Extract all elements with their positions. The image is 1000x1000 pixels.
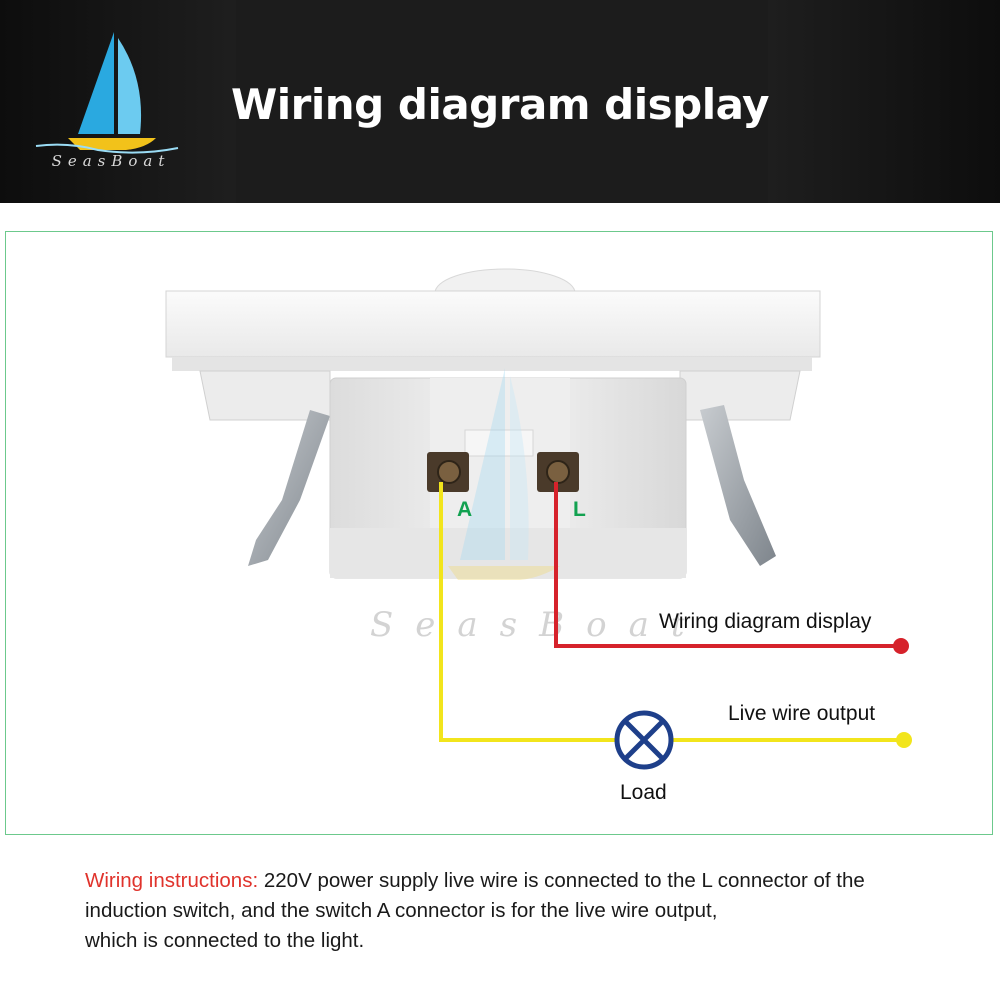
output-wire-terminal-dot [896, 732, 912, 748]
live-wire-terminal-dot [893, 638, 909, 654]
lamp-load-icon [614, 710, 674, 770]
output-wire [439, 482, 616, 742]
instructions-heading: Wiring instructions: [85, 869, 259, 892]
terminal-a-label: A [457, 498, 472, 521]
brand-text: SeasBoat [51, 152, 171, 170]
header-banner: SeasBoat Wiring diagram display [0, 0, 1000, 203]
wiring-instructions: Wiring instructions: 220V power supply l… [85, 866, 965, 956]
live-wire [554, 482, 900, 648]
instructions-line-1: 220V power supply live wire is connected… [258, 869, 865, 892]
load-label: Load [620, 781, 667, 804]
diagram-frame [5, 231, 993, 835]
watermark-text: SeasBoat [370, 605, 707, 645]
induction-switch [165, 268, 821, 580]
terminal-l-label: L [573, 498, 586, 521]
instructions-line-3: which is connected to the light. [85, 929, 365, 952]
live-output-label: Live wire output [728, 702, 875, 725]
sailboat-logo-icon [35, 32, 179, 154]
page-title: Wiring diagram display [230, 80, 770, 129]
banner-center-panel [236, 0, 768, 203]
instructions-line-2: induction switch, and the switch A conne… [85, 899, 718, 922]
top-wire-label: Wiring diagram display [659, 610, 872, 633]
